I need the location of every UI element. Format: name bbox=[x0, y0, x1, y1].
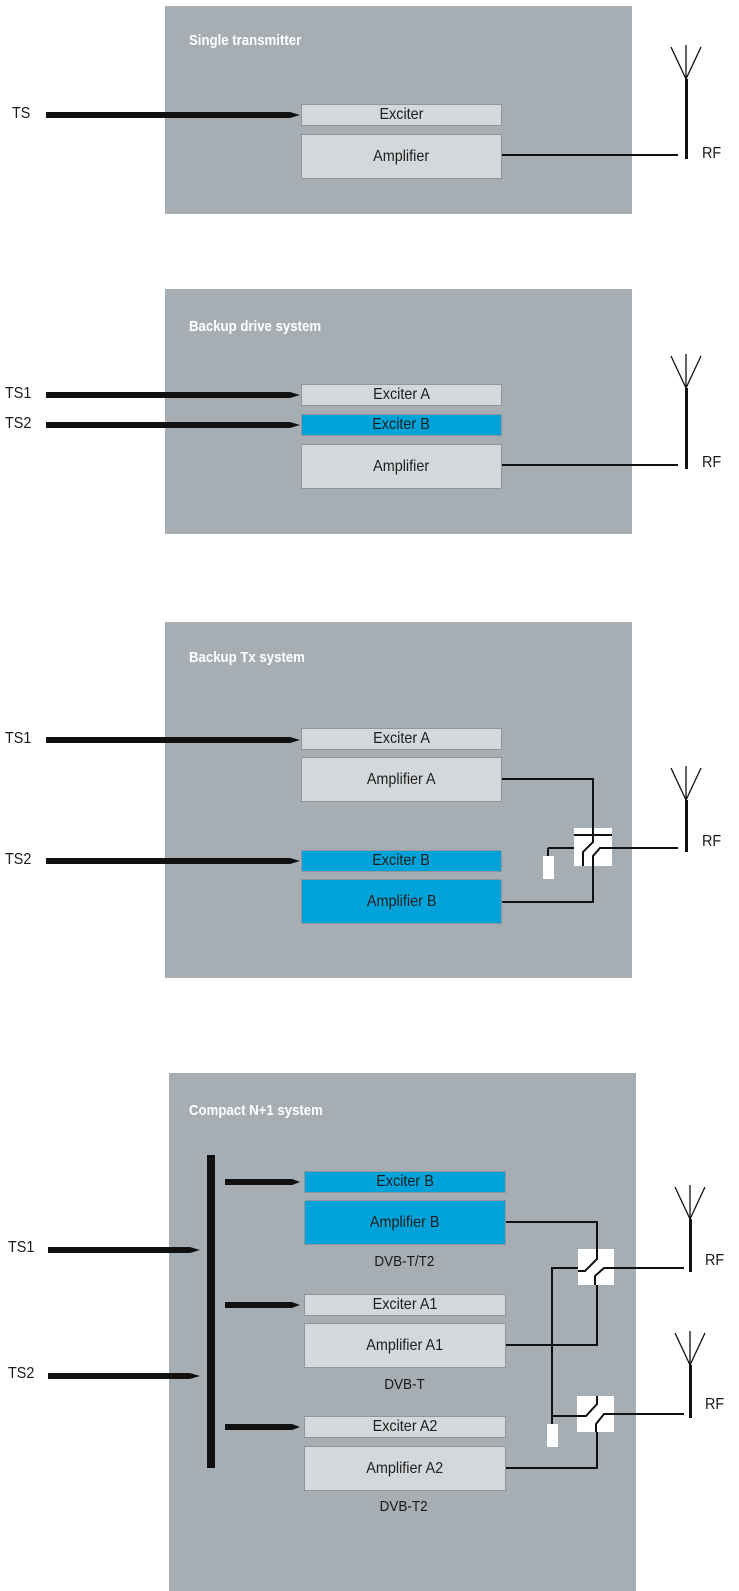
ts1-input-label: TS1 bbox=[8, 1239, 35, 1256]
exciter-a-label: Exciter A bbox=[373, 386, 430, 403]
amplifier-a-box: Amplifier A bbox=[301, 757, 502, 802]
standard-dvb-t-label: DVB-T bbox=[383, 1376, 425, 1393]
panel-title: Backup drive system bbox=[189, 318, 322, 335]
ts-input-label: TS bbox=[12, 105, 31, 122]
antenna-mast bbox=[685, 800, 688, 852]
amplifier-b-label: Amplifier B bbox=[370, 1213, 440, 1231]
panel-title: Single transmitter bbox=[189, 32, 302, 49]
antenna-mast bbox=[685, 79, 688, 159]
panel-title: Backup Tx system bbox=[189, 649, 305, 666]
exciter-b-label: Exciter B bbox=[372, 416, 431, 433]
rf-output-label-upper: RF bbox=[705, 1252, 725, 1269]
antenna-mast bbox=[685, 388, 688, 469]
exciter-box: Exciter bbox=[301, 104, 502, 126]
amplifier-a2-label: Amplifier A2 bbox=[366, 1459, 444, 1477]
antenna-icon bbox=[674, 1185, 706, 1220]
rf-output-label-lower: RF bbox=[705, 1396, 725, 1413]
exciter-a-label: Exciter A bbox=[373, 730, 430, 747]
exciter-b-box: Exciter B bbox=[304, 1171, 506, 1193]
amplifier-label: Amplifier bbox=[373, 147, 430, 165]
standard-dvb-t2-label: DVB-T2 bbox=[379, 1498, 429, 1515]
amplifier-label: Amplifier bbox=[373, 457, 430, 475]
ts1-input-label: TS1 bbox=[5, 385, 32, 402]
amplifier-b-box: Amplifier B bbox=[304, 1200, 506, 1245]
exciter-label: Exciter bbox=[379, 106, 424, 123]
exciter-a-box: Exciter A bbox=[301, 384, 502, 406]
antenna-icon bbox=[670, 766, 702, 801]
exciter-a2-label: Exciter A2 bbox=[372, 1418, 438, 1435]
amplifier-box: Amplifier bbox=[301, 444, 502, 489]
exciter-b-label: Exciter B bbox=[376, 1173, 434, 1190]
antenna-mast bbox=[689, 1219, 692, 1272]
amplifier-b-box: Amplifier B bbox=[301, 879, 502, 924]
exciter-a1-box: Exciter A1 bbox=[304, 1294, 506, 1316]
amplifier-b-label: Amplifier B bbox=[366, 892, 437, 910]
exciter-a-box: Exciter A bbox=[301, 728, 502, 750]
ts1-input-label: TS1 bbox=[5, 730, 32, 747]
amplifier-a1-label: Amplifier A1 bbox=[366, 1336, 444, 1354]
amplifier-a1-box: Amplifier A1 bbox=[304, 1323, 506, 1368]
ts2-input-label: TS2 bbox=[5, 851, 32, 868]
antenna-mast bbox=[689, 1365, 692, 1418]
amplifier-a2-box: Amplifier A2 bbox=[304, 1446, 506, 1491]
exciter-a1-label: Exciter A1 bbox=[372, 1296, 438, 1313]
exciter-b-label: Exciter B bbox=[372, 852, 431, 869]
antenna-icon bbox=[670, 45, 702, 80]
standard-dvb-t-t2-label: DVB-T/T2 bbox=[373, 1253, 435, 1270]
panel-title: Compact N+1 system bbox=[189, 1102, 323, 1119]
rf-output-label: RF bbox=[702, 833, 722, 850]
ts2-input-label: TS2 bbox=[8, 1365, 35, 1382]
ts2-input-label: TS2 bbox=[5, 415, 32, 432]
amplifier-box: Amplifier bbox=[301, 134, 502, 179]
amplifier-a-label: Amplifier A bbox=[367, 770, 436, 788]
rf-output-label: RF bbox=[702, 145, 722, 162]
panel-backup-drive-system: Backup drive system bbox=[165, 289, 632, 534]
exciter-a2-box: Exciter A2 bbox=[304, 1416, 506, 1438]
rf-output-label: RF bbox=[702, 454, 722, 471]
antenna-icon bbox=[674, 1331, 706, 1366]
exciter-b-box: Exciter B bbox=[301, 414, 502, 436]
exciter-b-box: Exciter B bbox=[301, 850, 502, 872]
antenna-icon bbox=[670, 354, 702, 389]
